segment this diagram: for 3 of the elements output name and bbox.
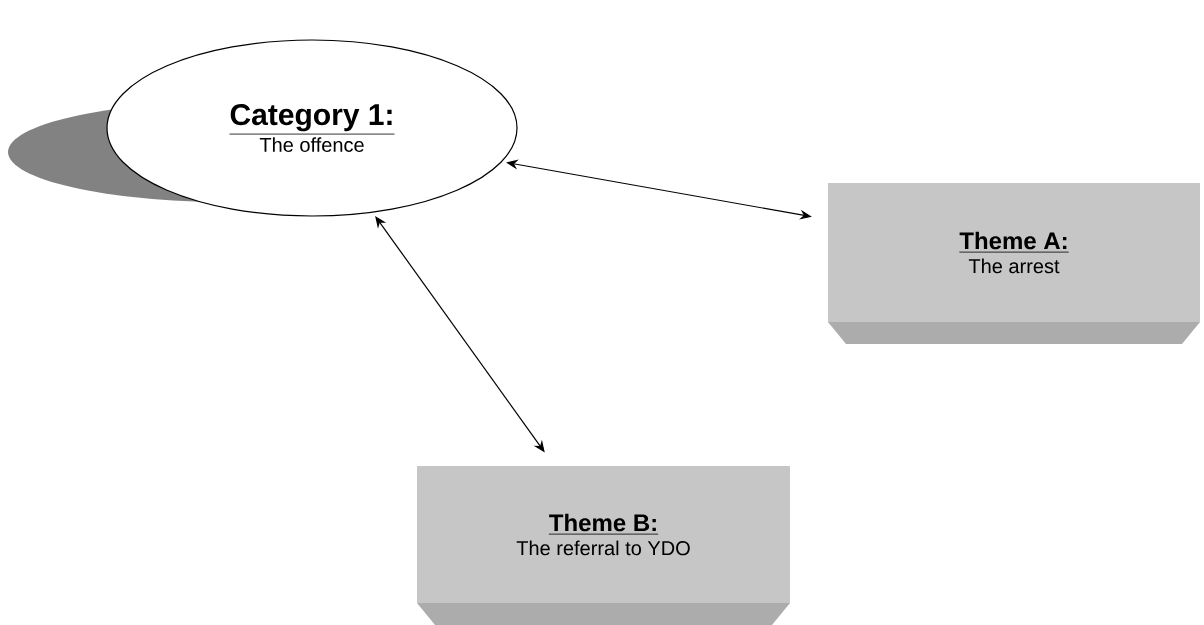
theme-box: Theme B: The referral to YDO — [417, 466, 790, 625]
ellipse-node: Category 1: The offence — [8, 39, 518, 217]
theme-box: Theme A: The arrest — [828, 183, 1200, 344]
